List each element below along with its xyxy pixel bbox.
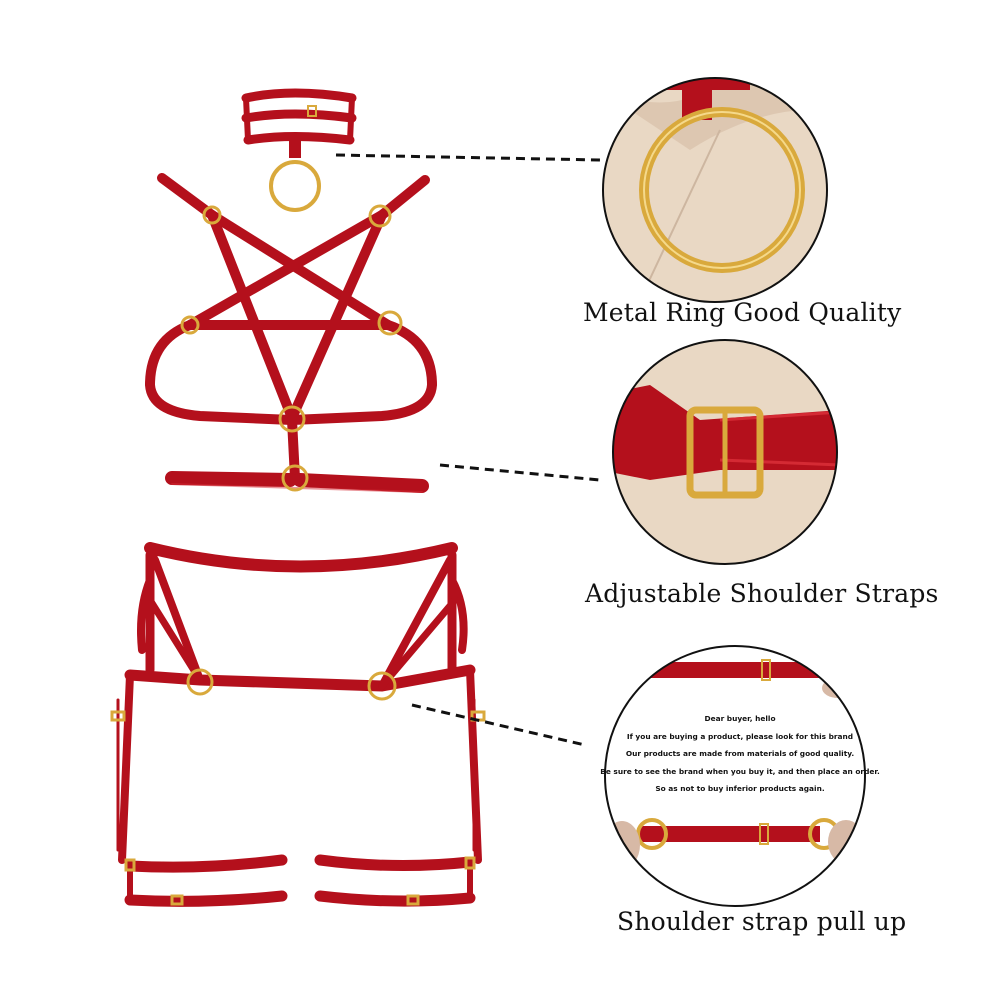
buckle-closeup-icon bbox=[686, 406, 764, 499]
notice-line: Our products are made from materials of … bbox=[625, 749, 855, 758]
garter-belt-rings bbox=[110, 668, 486, 906]
buckle-detail-circle bbox=[612, 339, 838, 565]
ring-detail-circle bbox=[602, 77, 828, 303]
choker bbox=[241, 88, 357, 158]
notice-line: If you are buying a product, please look… bbox=[626, 731, 854, 741]
strap-stretch-closeup-icon bbox=[610, 662, 832, 678]
leader-lines bbox=[335, 153, 601, 747]
garter-belt bbox=[116, 542, 482, 907]
adjustable-straps-caption: Adjustable Shoulder Straps bbox=[585, 579, 939, 608]
harness-top-rings bbox=[180, 204, 403, 492]
notice-line: So as not to buy inferior products again… bbox=[655, 784, 825, 793]
choker-ring bbox=[269, 160, 321, 212]
harness-top bbox=[145, 173, 437, 493]
notice-line: Be sure to see the brand when you buy it… bbox=[600, 766, 880, 776]
strap-pull-caption: Shoulder strap pull up bbox=[617, 907, 907, 936]
ring-quality-caption: Metal Ring Good Quality bbox=[583, 298, 902, 327]
notice-line: Dear buyer, hello bbox=[704, 714, 776, 723]
buyer-notice: Dear buyer, hello If you are buying a pr… bbox=[600, 710, 880, 798]
